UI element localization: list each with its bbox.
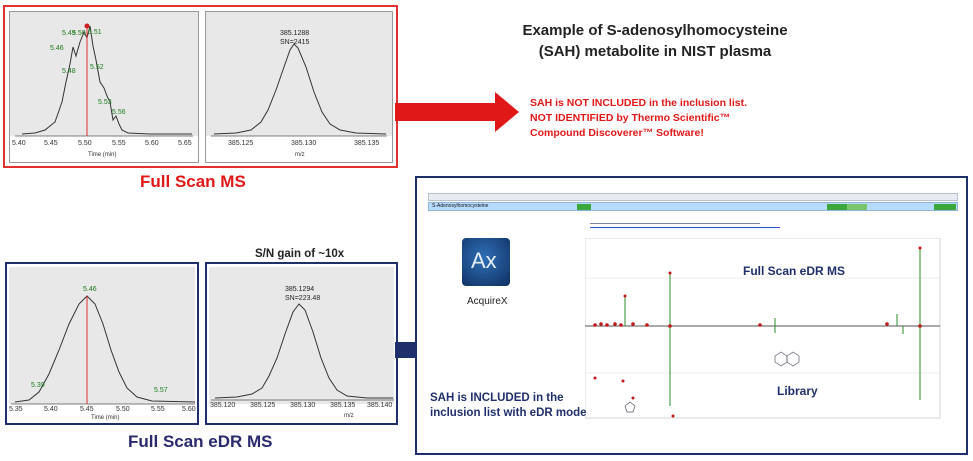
x-tick: 385.130 xyxy=(291,140,317,147)
acquirex-label: AcquireX xyxy=(467,296,508,307)
chromatogram-trace xyxy=(15,23,193,137)
x-tick: 385.125 xyxy=(250,402,276,409)
x-tick: 5.60 xyxy=(182,406,196,413)
x-tick: 385.120 xyxy=(210,402,236,409)
x-tick: 5.60 xyxy=(145,140,159,147)
peak-label: 5.48 xyxy=(62,68,76,75)
x-tick: 5.45 xyxy=(80,406,94,413)
peak-label: 5.53 xyxy=(98,99,112,106)
table-header xyxy=(428,193,958,201)
x-tick: 5.50 xyxy=(78,140,92,147)
spectrum-peak-sn: SN=223.48 xyxy=(285,295,321,302)
acquirex-app-icon[interactable]: Ax xyxy=(462,238,510,286)
included-note: SAH is INCLUDED in the inclusion list wi… xyxy=(430,391,587,421)
x-tick: 5.45 xyxy=(44,140,58,147)
edr-spectrum: 385.1294 SN=223.48 385.120 385.125 385.1… xyxy=(205,262,398,425)
peak-label: 5.57 xyxy=(154,387,168,394)
x-tick: 385.135 xyxy=(330,402,356,409)
spectrum-peak-sn: SN=2415 xyxy=(280,39,310,46)
x-tick: 385.130 xyxy=(290,402,316,409)
spectrum-trace xyxy=(211,43,387,137)
full-scan-chromatogram: 5.46 5.49 5.50 5.51 5.48 5.52 5.53 5.56 … xyxy=(9,11,199,163)
acquirex-icon-text: Ax xyxy=(471,248,497,273)
mirror-plot-svg xyxy=(584,237,941,419)
x-tick: 5.40 xyxy=(12,140,26,147)
peak-label: 5.56 xyxy=(112,109,126,116)
plot-label-edr: Full Scan eDR MS xyxy=(743,264,846,278)
peak-label: 5.51 xyxy=(88,29,102,36)
spectrum-peak-mz: 385.1294 xyxy=(285,286,315,293)
peak-label: 5.46 xyxy=(50,45,64,52)
edr-chromatogram-trace xyxy=(11,295,196,405)
note-line: SAH is NOT INCLUDED in the inclusion lis… xyxy=(530,97,748,109)
table-row-name: S-Adenosylhomocysteine xyxy=(432,203,489,209)
page-title: Example of S-adenosylhomocysteine (SAH) … xyxy=(522,22,788,60)
x-tick: 5.65 xyxy=(178,140,192,147)
mirror-plot: Full Scan eDR MS Library xyxy=(584,237,960,430)
x-tick: 5.50 xyxy=(116,406,130,413)
x-axis-label: Time (min) xyxy=(91,415,120,421)
note-line: SAH is INCLUDED in the xyxy=(430,392,564,404)
peak-label: 5.50 xyxy=(72,30,86,37)
x-tick: 5.55 xyxy=(112,140,126,147)
peak-label: 5.39 xyxy=(31,382,45,389)
peak-label: 5.46 xyxy=(83,286,97,293)
note-line: NOT IDENTIFIED by Thermo Scientific™ xyxy=(530,112,731,124)
plot-label-library: Library xyxy=(777,384,818,398)
table-row[interactable]: S-Adenosylhomocysteine xyxy=(428,202,958,211)
plot-header-lines xyxy=(590,220,790,232)
edr-caption: Full Scan eDR MS xyxy=(128,432,273,451)
x-axis-label: m/z xyxy=(295,152,305,158)
note-line: inclusion list with eDR mode xyxy=(430,407,587,419)
spectrum-peak-mz: 385.1288 xyxy=(280,30,310,37)
edr-spectrum-trace xyxy=(211,303,394,401)
full-scan-spectrum: 385.1288 SN=2415 385.125 385.130 385.135… xyxy=(205,11,393,163)
results-table: S-Adenosylhomocysteine xyxy=(428,193,958,215)
note-line: Compound Discoverer™ Software! xyxy=(530,127,704,139)
x-tick: 385.125 xyxy=(228,140,254,147)
x-tick: 5.40 xyxy=(44,406,58,413)
x-axis-label: m/z xyxy=(344,413,354,419)
red-arrow xyxy=(395,92,519,132)
x-tick: 385.140 xyxy=(367,402,393,409)
x-tick: 5.55 xyxy=(151,406,165,413)
gain-label: S/N gain of ~10x xyxy=(255,248,345,260)
x-tick: 5.35 xyxy=(9,406,23,413)
not-included-note: SAH is NOT INCLUDED in the inclusion lis… xyxy=(530,96,747,141)
peak-label: 5.52 xyxy=(90,64,104,71)
x-tick: 385.135 xyxy=(354,140,380,147)
x-axis-label: Time (min) xyxy=(88,152,117,158)
peak-label: 5.49 xyxy=(62,30,76,37)
full-scan-ms-caption: Full Scan MS xyxy=(140,172,246,191)
edr-chromatogram: 5.46 5.39 5.57 5.35 5.40 5.45 5.50 5.55 … xyxy=(5,262,199,425)
